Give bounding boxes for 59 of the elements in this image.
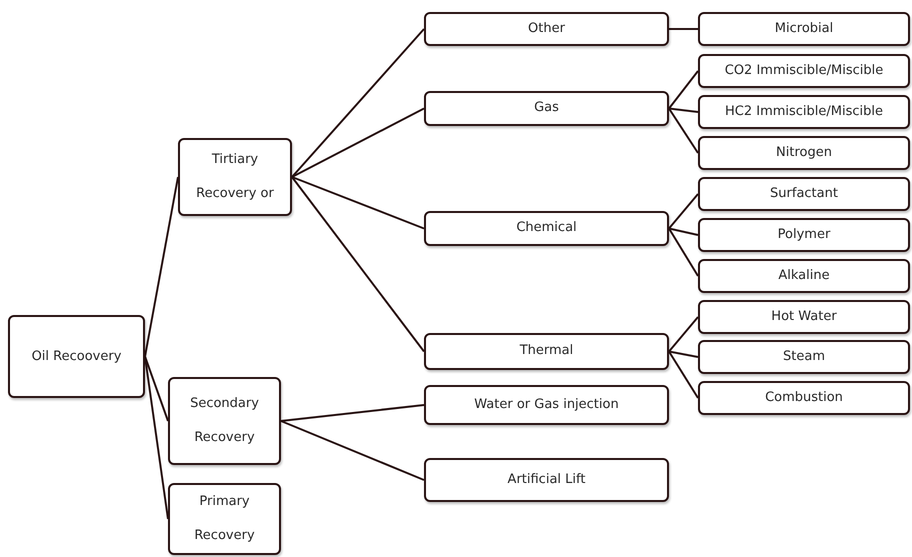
category-box [698, 218, 910, 252]
connector-line [144, 176, 179, 357]
connector-line [669, 28, 698, 30]
box-label: Hot Water [771, 308, 837, 326]
box-label: CO2 Immiscible/Miscible [724, 62, 884, 80]
connector-line [668, 228, 699, 277]
category-box [424, 385, 669, 425]
box-label: Artificial Lift [508, 472, 586, 488]
box-label: Secondary Recovery [189, 395, 260, 447]
connector-line [280, 420, 424, 481]
box-label: Surfactant [770, 186, 838, 202]
category-box [698, 381, 910, 415]
box-label: Chemical [516, 220, 577, 237]
connector-line [668, 108, 698, 113]
category-box [698, 177, 910, 211]
connector-line [668, 70, 699, 110]
box-label: Other [528, 20, 565, 38]
connector-line [668, 228, 698, 236]
box-label: Gas [534, 100, 559, 117]
category-box [698, 300, 910, 334]
box-label: Thermal [520, 343, 574, 360]
box-label: HC2 Immiscible/Miscible [724, 104, 884, 120]
box-label: Combustion [765, 390, 843, 406]
connector-line [668, 350, 698, 358]
category-box [698, 136, 910, 170]
category-box [424, 458, 669, 502]
connector-line [668, 108, 699, 154]
category-box [168, 377, 281, 465]
connector-line [292, 108, 424, 178]
category-box [698, 95, 910, 129]
category-box [178, 138, 292, 216]
category-box [168, 483, 281, 555]
box-label: Tirtiary Recovery or [195, 151, 275, 203]
category-box [698, 12, 910, 46]
connector-line [280, 404, 424, 422]
category-box [424, 333, 669, 370]
box-label: Oil Recoovery [32, 348, 122, 366]
connector-line [292, 176, 424, 230]
connector-line [668, 316, 699, 352]
connector-line [668, 350, 699, 399]
category-box [424, 91, 669, 126]
box-label: Nitrogen [776, 144, 832, 162]
box-label: Microbial [774, 20, 834, 38]
box-label: Polymer [778, 226, 830, 244]
box-label: Water or Gas injection [474, 396, 619, 414]
category-box [424, 211, 669, 246]
connector-line [291, 176, 425, 352]
connector-line [668, 193, 699, 230]
box-label: Steam [783, 348, 825, 366]
box-label: Alkaline [778, 268, 830, 284]
connector-line [144, 356, 169, 520]
category-box [698, 340, 910, 374]
category-box [698, 259, 910, 293]
category-box [8, 315, 145, 398]
box-label: Primary Recovery [193, 493, 256, 545]
connector-line [144, 356, 169, 422]
category-box [698, 54, 910, 88]
connector-line [291, 28, 425, 178]
category-box [424, 12, 669, 46]
